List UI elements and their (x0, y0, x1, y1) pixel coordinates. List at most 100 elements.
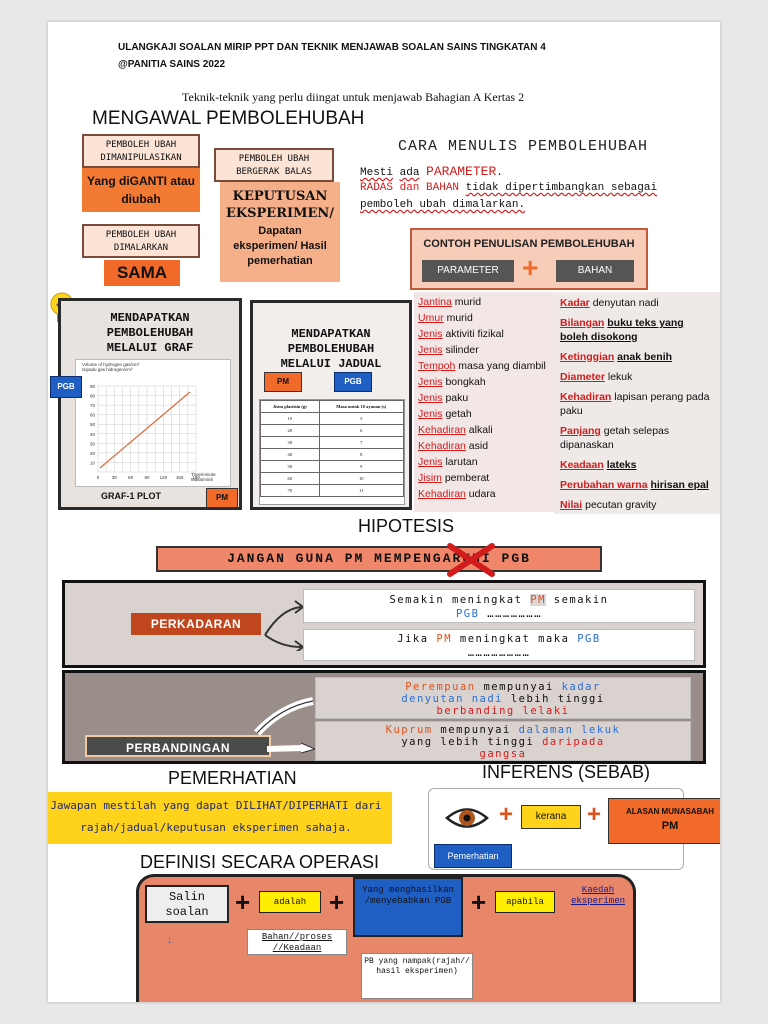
right-list-item: Kadar denyutan nadi (560, 297, 659, 309)
x-tick-label: 150 (176, 475, 184, 480)
left-list-item: Jenis aktiviti fizikal (418, 328, 504, 340)
y-tick-label: 20 (90, 451, 96, 456)
alasan-label: ALASAN MUNASABAH (626, 807, 714, 816)
graf-pgb-tag: PGB (50, 376, 82, 398)
hipotesis-banner-text: JANGAN GUNA PM MEMPENGARUHI PGB (227, 551, 531, 566)
pgb-action-box: KEPUTUSAN EKSPERIMEN/ Dapatan eksperimen… (220, 182, 340, 282)
jadual-pgb-tag: PGB (334, 372, 372, 392)
table-cell: 11 (318, 484, 405, 497)
y-tick-label: 90 (90, 384, 96, 389)
table-cell: 30 (260, 436, 320, 449)
graf-image: Volume of hydrogen gas/cm³ Isipadu gas h… (75, 359, 231, 487)
x-tick-label: 0 (97, 475, 100, 480)
graf-pm-tag: PM (206, 488, 238, 508)
plus-icon: + (471, 887, 487, 917)
document-page: ULANGKAJI SOALAN MIRIP PPT DAN TEKNIK ME… (48, 22, 720, 1002)
malar-action: SAMA (104, 260, 180, 286)
alasan-pm: PM (661, 820, 679, 832)
header-subtitle: Teknik-teknik yang perlu diingat untuk m… (182, 90, 525, 104)
pemerhatian-note: Jawapan mestilah yang dapat DILIHAT/DIPE… (48, 792, 392, 844)
right-list-item: Kehadiran lapisan perang pada paku (560, 391, 710, 417)
left-list-item: Kehadiran asid (418, 440, 489, 452)
pb-nampak-chip: PB yang nampak(rajah// hasil eksperimen) (361, 953, 473, 999)
table-cell: 10 (260, 412, 320, 425)
table-cell: 7 (318, 436, 405, 449)
pemerhatian-tag: Pemerhatian (434, 844, 512, 868)
parameter-chip: PARAMETER (422, 260, 514, 282)
table-cell: 6 (318, 424, 405, 437)
alasan-chip: ALASAN MUNASABAH PM (608, 798, 720, 844)
perbandingan-statement-2: Kuprum mempunyai dalaman lekuk yang lebi… (315, 721, 691, 761)
mengawal-title: MENGAWAL PEMBOLEHUBAH (92, 108, 365, 129)
right-list-item: Panjang getah selepas dipanaskan (560, 425, 670, 451)
bahan-proses-chip: Bahan//proses //Keadaan (247, 929, 347, 955)
kaedah-label: Kaedah eksperimen (570, 885, 625, 906)
graf-card: MENDAPATKAN PEMBOLEHUBAH MELALUI GRAF Vo… (58, 298, 242, 510)
left-list-item: Kehadiran alkali (418, 424, 493, 436)
cara-line2: RADAS dan BAHAN tidak dipertimbangkan se… (360, 182, 658, 194)
y-tick-label: 40 (90, 432, 96, 437)
plus-icon: + (329, 887, 345, 917)
pemerhatian-title: PEMERHATIAN (168, 768, 297, 788)
series-line (99, 391, 191, 469)
header-author: @PANITIA SAINS 2022 (118, 59, 226, 70)
left-list-item: Tempoh masa yang diambil (418, 360, 546, 372)
down-arrow-icon: ↓ (167, 935, 172, 946)
graf-title: MENDAPATKAN PEMBOLEHUBAH MELALUI GRAF (106, 311, 194, 355)
table-cell: 50 (260, 460, 320, 473)
table-cell: 5 (318, 412, 405, 425)
x-tick-label: 60 (128, 475, 134, 480)
graf-xlabel: Time/minute Masa/minit (191, 472, 216, 482)
left-list-item: Jenis paku (418, 392, 469, 404)
eye-icon (445, 808, 489, 828)
y-tick-label: 70 (90, 403, 96, 408)
y-tick-label: 50 (90, 422, 96, 427)
hipotesis-banner: JANGAN GUNA PM MEMPENGARUHI PGB (156, 543, 602, 577)
jadual-pm-tag: PM (264, 372, 302, 392)
table-cell: 70 (260, 484, 320, 497)
plus-icon: + (522, 252, 539, 283)
right-list-item: Keadaan lateks (560, 459, 637, 471)
left-list-item: Jenis silinder (418, 344, 479, 356)
adalah-chip: adalah (259, 891, 321, 913)
inferens-title: INFERENS (SEBAB) (482, 762, 651, 782)
y-tick-label: 10 (90, 460, 96, 465)
jadual-card: MENDAPATKAN PEMBOLEHUBAH MELALUI JADUAL … (250, 300, 412, 510)
left-list-item: Jantina murid (418, 296, 482, 308)
yang-menghasilkan-chip: Yang menghasilkan /menyebabkan PGB (353, 877, 463, 937)
graf-ylabel: Volume of hydrogen gas/cm³ Isipadu gas h… (82, 362, 140, 372)
jadual-col2: Masa untuk 10 ayunan (s) (318, 400, 405, 413)
left-list-item: Jenis larutan (418, 456, 478, 468)
right-list-item: Perubahan warna hirisan epal (560, 479, 709, 491)
plus-icon: + (499, 801, 514, 828)
pemerhatian-note-1: Jawapan mestilah yang dapat DILIHAT/DIPE… (50, 799, 382, 812)
table-cell: 9 (318, 460, 405, 473)
apabila-chip: apabila (495, 891, 555, 913)
perkadaran-panel: PERKADARAN Semakin meningkat PM semakin … (62, 580, 706, 668)
left-list-item: Jenis getah (418, 408, 472, 420)
x-tick-label: 120 (160, 475, 168, 480)
hipotesis-title: HIPOTESIS (358, 516, 455, 536)
jadual-table: Jisim plastisin (g) Masa untuk 10 ayunan… (259, 399, 405, 505)
x-tick-label: 90 (144, 475, 150, 480)
pemerhatian-note-2: rajah/jadual/keputusan eksperimen sahaja… (80, 821, 352, 834)
perbandingan-statement-1: Perempuan mempunyai kadar denyutan nadi … (315, 677, 691, 719)
table-cell: 60 (260, 472, 320, 485)
plus-icon: + (587, 801, 602, 828)
table-cell: 10 (318, 472, 405, 485)
perkadaran-statement-1: Semakin meningkat PM semakin PGB ………………… (303, 589, 695, 623)
left-list-item: Umur murid (418, 312, 473, 324)
salin-soalan-chip: Salin soalan (145, 885, 229, 923)
bahan-chip: BAHAN (556, 260, 634, 282)
cara-title: CARA MENULIS PEMBOLEHUBAH (398, 138, 649, 155)
y-tick-label: 80 (90, 394, 96, 399)
left-list-item: Jenis bongkah (418, 376, 486, 388)
